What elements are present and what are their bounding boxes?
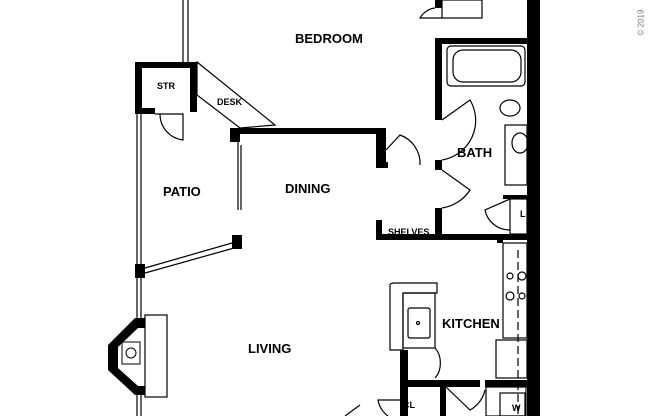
room-label-bedroom: BEDROOM xyxy=(295,31,363,46)
room-label-living: LIVING xyxy=(248,341,292,356)
room-label-dining: DINING xyxy=(285,181,331,196)
room-label-bath: BATH xyxy=(457,145,493,160)
room-label-storage: STR xyxy=(157,81,175,91)
room-label-kitchen: KITCHEN xyxy=(442,316,500,331)
room-label-washer: W xyxy=(512,403,521,413)
room-label-linen: L xyxy=(520,209,526,219)
room-label-shelves: SHELVES xyxy=(388,227,430,237)
fixtures xyxy=(136,0,529,416)
room-label-patio: PATIO xyxy=(163,184,201,199)
room-label-desk: DESK xyxy=(217,97,243,107)
fireplace xyxy=(108,314,168,398)
copyright-text: © 2019 xyxy=(636,9,646,36)
room-label-closet: CL xyxy=(403,400,415,410)
walls xyxy=(135,0,540,416)
